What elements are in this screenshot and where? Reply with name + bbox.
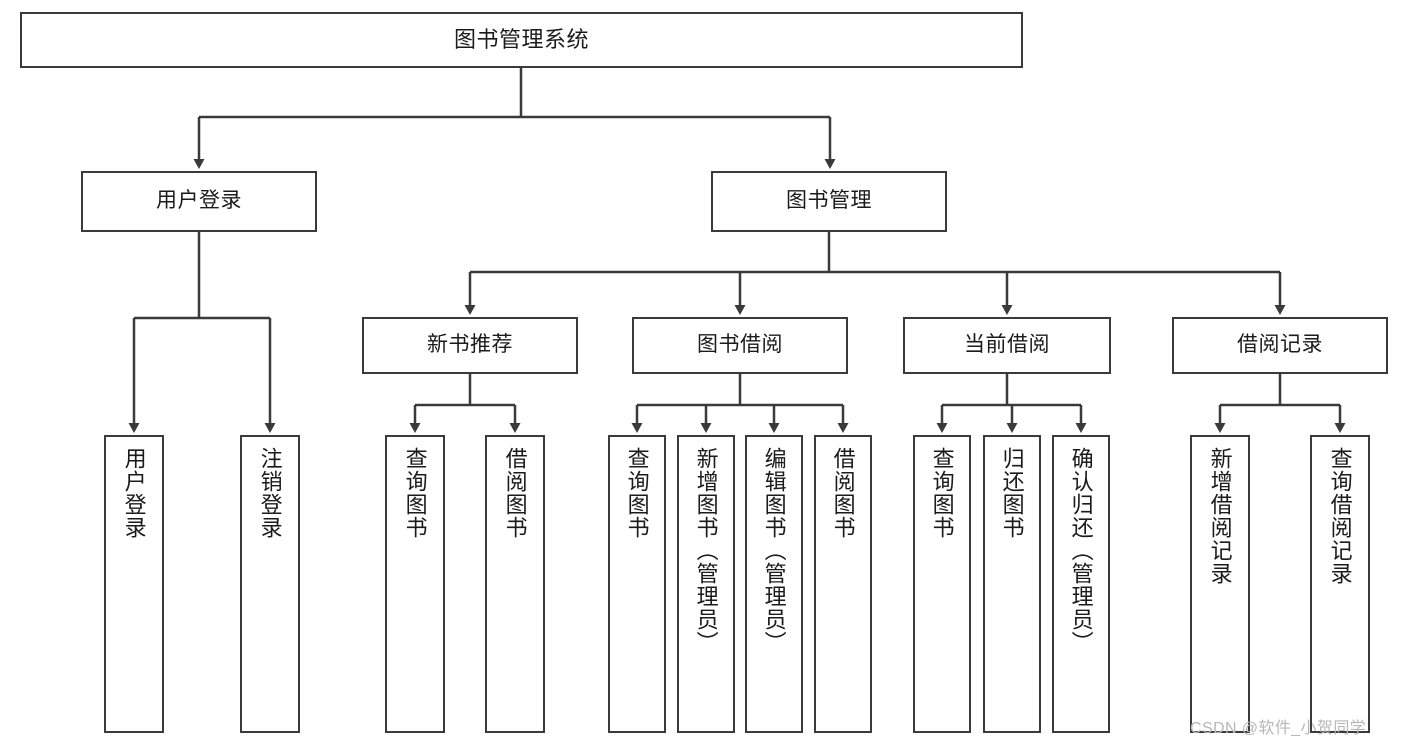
node-label: 查询图书 xyxy=(929,447,955,539)
node-label: 查询图书 xyxy=(624,447,650,539)
node-label: 用户登录 xyxy=(156,189,242,213)
node-new-book-recommendation[interactable]: 新书推荐 xyxy=(362,317,578,374)
node-label: 用户登录 xyxy=(121,447,147,539)
node-label: 新增图书（管理员） xyxy=(693,447,719,654)
node-label: 新增借阅记录 xyxy=(1207,447,1233,585)
node-leaf-borrow-book-borrowing[interactable]: 借阅图书 xyxy=(814,435,872,733)
node-label: 查询图书 xyxy=(402,447,428,539)
node-label: 当前借阅 xyxy=(964,333,1050,357)
node-label: 图书借阅 xyxy=(697,333,783,357)
node-borrowing-record[interactable]: 借阅记录 xyxy=(1172,317,1388,374)
node-leaf-user-login[interactable]: 用户登录 xyxy=(104,435,164,733)
node-leaf-add-book-admin[interactable]: 新增图书（管理员） xyxy=(677,435,735,733)
node-leaf-query-book-borrowing[interactable]: 查询图书 xyxy=(608,435,666,733)
node-leaf-edit-book-admin[interactable]: 编辑图书（管理员） xyxy=(745,435,803,733)
node-label: 图书管理 xyxy=(786,189,872,213)
node-leaf-logout[interactable]: 注销登录 xyxy=(240,435,300,733)
node-book-borrowing[interactable]: 图书借阅 xyxy=(632,317,848,374)
node-label: 注销登录 xyxy=(257,447,283,539)
node-book-management[interactable]: 图书管理 xyxy=(711,171,947,232)
node-leaf-query-borrow-record[interactable]: 查询借阅记录 xyxy=(1310,435,1370,733)
node-user-login[interactable]: 用户登录 xyxy=(81,171,317,232)
node-label: 新书推荐 xyxy=(427,333,513,357)
node-label: 归还图书 xyxy=(999,447,1025,539)
node-leaf-return-book[interactable]: 归还图书 xyxy=(983,435,1041,733)
watermark-text: CSDN @软件_小贺同学 xyxy=(1190,720,1367,737)
node-leaf-add-borrow-record[interactable]: 新增借阅记录 xyxy=(1190,435,1250,733)
node-label: 确认归还（管理员） xyxy=(1068,447,1094,654)
node-label: 借阅记录 xyxy=(1237,333,1323,357)
node-book-management-system[interactable]: 图书管理系统 xyxy=(20,12,1023,68)
node-label: 借阅图书 xyxy=(830,447,856,539)
node-leaf-confirm-return-admin[interactable]: 确认归还（管理员） xyxy=(1052,435,1110,733)
node-current-borrowing[interactable]: 当前借阅 xyxy=(903,317,1111,374)
node-label: 查询借阅记录 xyxy=(1327,447,1353,585)
node-label: 图书管理系统 xyxy=(453,27,589,53)
node-label: 编辑图书（管理员） xyxy=(761,447,787,654)
node-leaf-borrow-book-recommendation[interactable]: 借阅图书 xyxy=(485,435,545,733)
node-leaf-query-book-recommendation[interactable]: 查询图书 xyxy=(385,435,445,733)
node-leaf-query-book-current[interactable]: 查询图书 xyxy=(913,435,971,733)
node-label: 借阅图书 xyxy=(502,447,528,539)
